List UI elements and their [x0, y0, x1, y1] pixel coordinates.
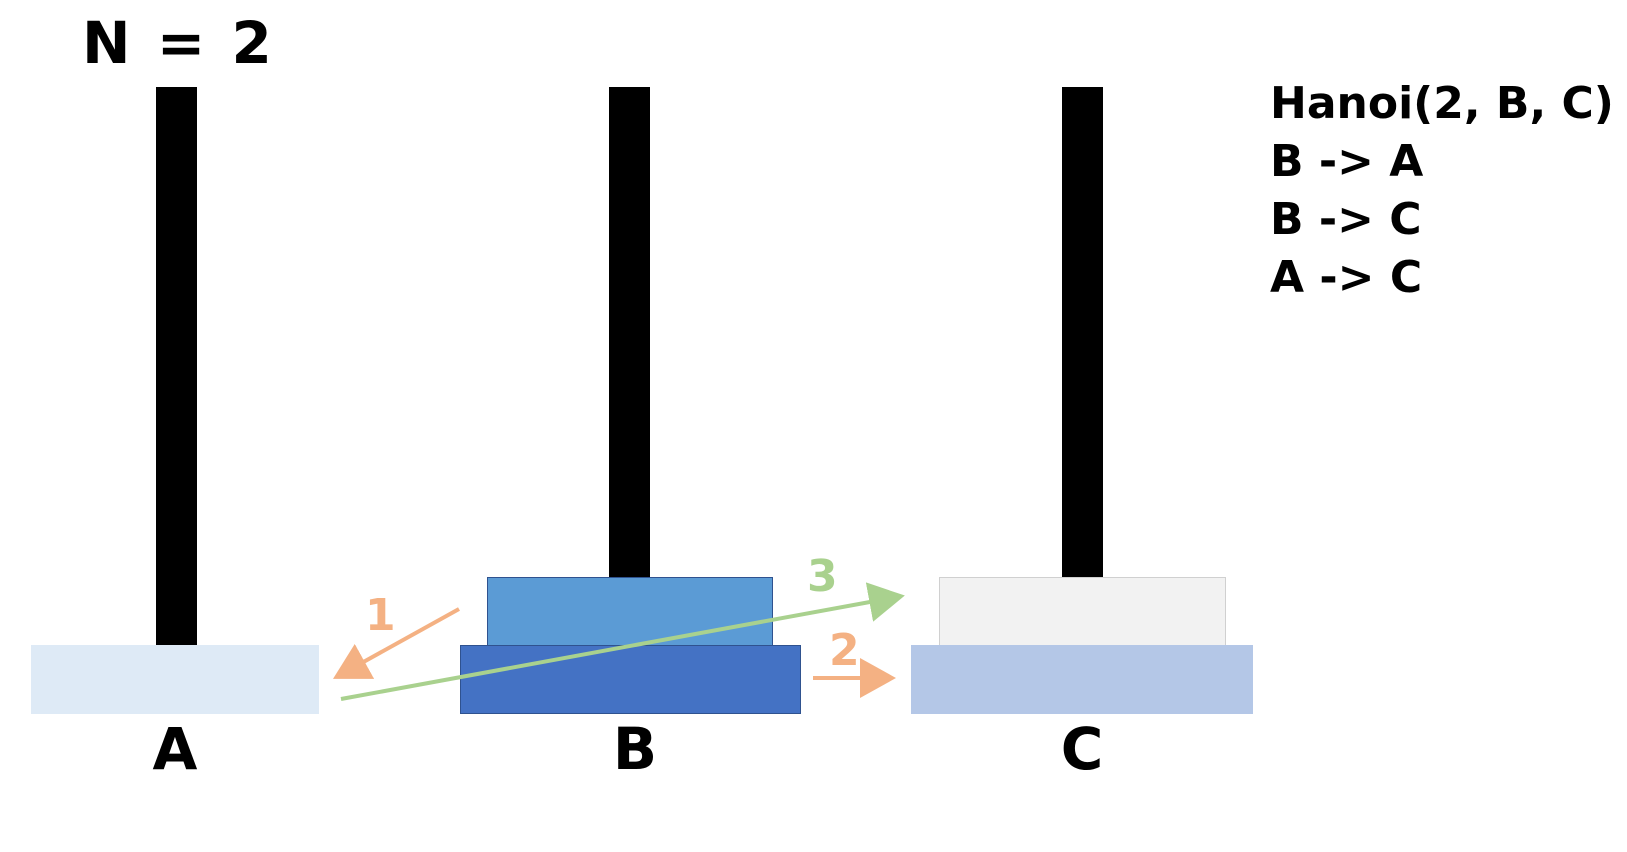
peg-a-base [31, 645, 319, 714]
function-call: Hanoi(2, B, C) [1270, 78, 1614, 129]
move-arrow-3 [340, 582, 905, 701]
peg-a-rod [156, 87, 197, 645]
disk-large [460, 645, 801, 714]
move-line-3: A -> C [1270, 252, 1423, 303]
move-line-1: B -> A [1270, 136, 1424, 187]
move-number-2: 2 [829, 625, 860, 676]
disk-small [487, 577, 773, 646]
peg-b-label: B [612, 715, 658, 783]
page-title: N = 2 [82, 9, 275, 77]
peg-c-base [911, 645, 1253, 714]
move-list: Hanoi(2, B, C) B -> A B -> C A -> C [1270, 82, 1614, 314]
move-line-2: B -> C [1270, 194, 1422, 245]
move-number-1: 1 [365, 590, 396, 641]
peg-b-rod [609, 87, 650, 577]
move-arrow-1 [333, 607, 460, 679]
peg-a-label: A [152, 715, 198, 783]
move-number-3: 3 [807, 551, 838, 602]
disk-ghost [939, 577, 1226, 646]
peg-c-label: C [1060, 715, 1104, 783]
peg-c-rod [1062, 87, 1103, 577]
